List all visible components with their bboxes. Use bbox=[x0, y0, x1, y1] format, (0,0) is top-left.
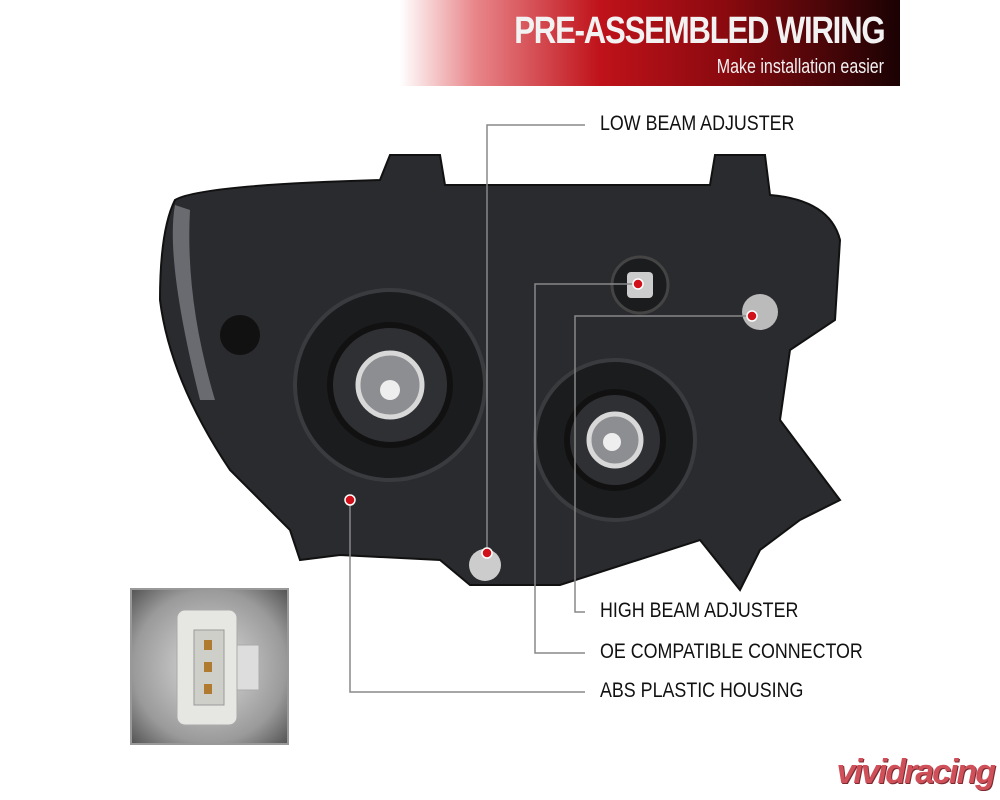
banner-title: PRE-ASSEMBLED WIRING bbox=[513, 10, 885, 52]
connector-closeup-image bbox=[130, 588, 289, 745]
callout-lines bbox=[349, 124, 752, 693]
vividracing-logo: vividracing bbox=[836, 753, 996, 791]
callout-high-beam-adjuster: HIGH BEAM ADJUSTER bbox=[600, 599, 799, 622]
connector-icon bbox=[176, 609, 260, 726]
banner-subtitle: Make installation easier bbox=[716, 56, 884, 78]
callout-oe-connector: OE COMPATIBLE CONNECTOR bbox=[600, 640, 863, 663]
callout-abs-housing: ABS PLASTIC HOUSING bbox=[600, 679, 804, 702]
headlight-housing bbox=[158, 154, 842, 592]
callout-dots bbox=[344, 278, 758, 559]
callout-low-beam-adjuster: LOW BEAM ADJUSTER bbox=[600, 112, 795, 135]
feature-banner: PRE-ASSEMBLED WIRING Make installation e… bbox=[400, 0, 900, 86]
